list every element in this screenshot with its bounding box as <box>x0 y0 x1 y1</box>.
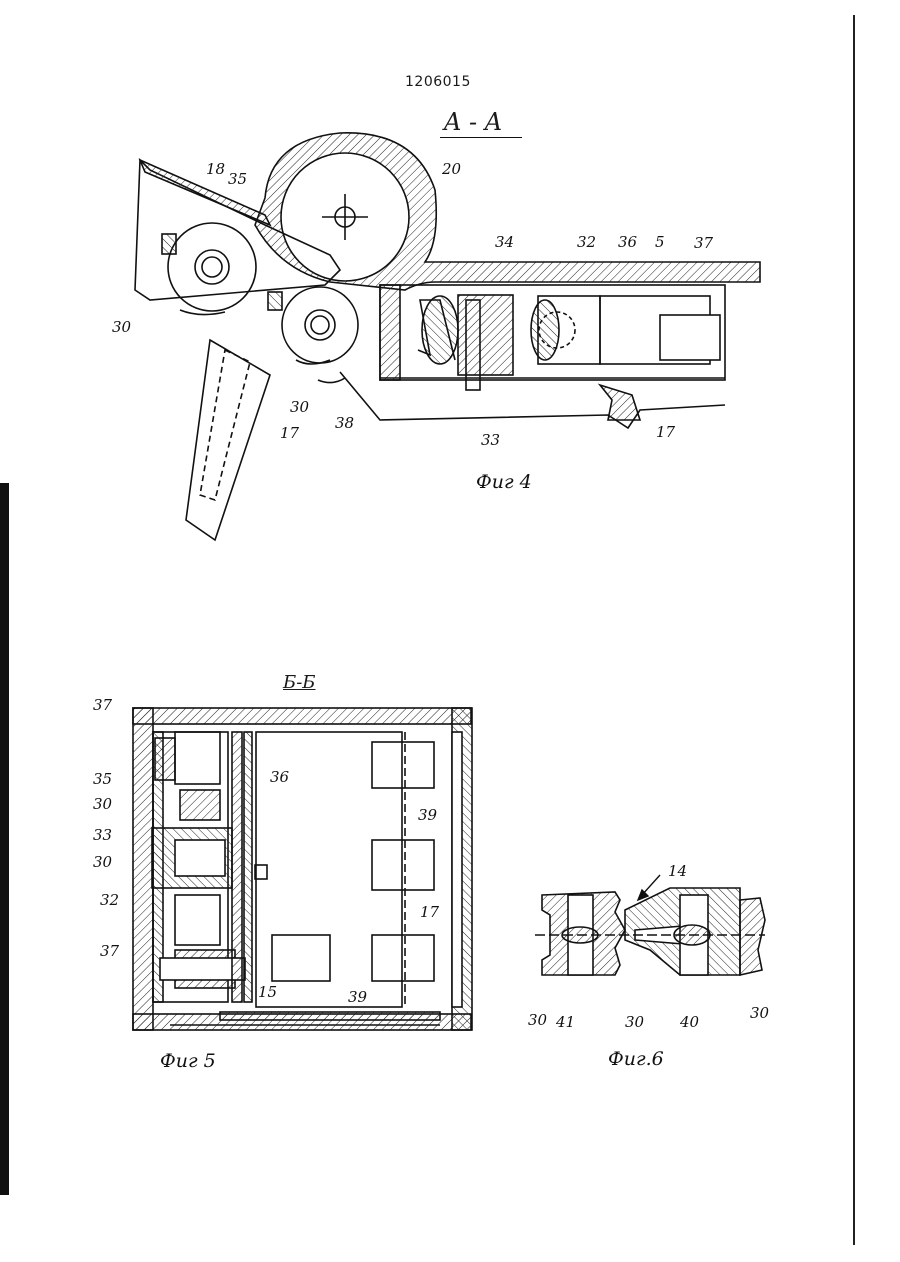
fig4-label-18: 18 <box>206 162 225 177</box>
fig6-label-41: 41 <box>556 1015 575 1030</box>
fig4-label-36: 36 <box>618 235 637 250</box>
fig4-label-30-left: 30 <box>112 320 131 335</box>
fig4-label-35: 35 <box>228 172 247 187</box>
fig4-label-17-right: 17 <box>656 425 675 440</box>
fig5-label-32: 32 <box>100 893 119 908</box>
fig5-label-36: 36 <box>270 770 289 785</box>
fig6-label-30-right: 30 <box>750 1006 769 1021</box>
fig5-label-33: 33 <box>93 828 112 843</box>
fig4-label-5: 5 <box>655 235 665 250</box>
fig5-label-15: 15 <box>258 985 277 1000</box>
fig4-label-34: 34 <box>495 235 514 250</box>
inner-panel-39 <box>452 732 462 1007</box>
inclined-arm-top-hatch <box>140 160 270 225</box>
sprocket-35 <box>168 223 256 311</box>
block-37 <box>660 315 720 360</box>
fig5-label-30-top: 30 <box>93 797 112 812</box>
fig4-label-20: 20 <box>442 162 461 177</box>
figure-4-drawing <box>0 0 900 560</box>
fig4-label-33: 33 <box>481 433 500 448</box>
fig4-label-32: 32 <box>577 235 596 250</box>
fig6-label-30-left: 30 <box>528 1013 547 1028</box>
fig5-label-30-mid: 30 <box>93 855 112 870</box>
fig5-label-37-top: 37 <box>93 698 112 713</box>
fig4-label-38: 38 <box>335 416 354 431</box>
fig5-label-37-bottom: 37 <box>100 944 119 959</box>
fig4-label-37: 37 <box>694 236 713 251</box>
fig6-caption: Фиг.6 <box>608 1050 664 1069</box>
fig4-caption: Фиг 4 <box>476 473 532 492</box>
fig5-label-35: 35 <box>93 772 112 787</box>
figure-6-drawing <box>530 870 780 1020</box>
fig5-label-39-right: 39 <box>418 808 437 823</box>
fig6-label-30-mid: 30 <box>625 1015 644 1030</box>
link-right <box>740 898 765 975</box>
leg-17 <box>186 340 270 540</box>
fig6-label-40: 40 <box>680 1015 699 1030</box>
fig5-caption: Фиг 5 <box>160 1052 216 1071</box>
fig5-label-39-bottom: 39 <box>348 990 367 1005</box>
fig4-label-17-leg: 17 <box>280 426 299 441</box>
sprocket-front <box>282 287 358 363</box>
fig4-label-30-mid: 30 <box>290 400 309 415</box>
fig6-label-14: 14 <box>668 864 687 879</box>
fig5-label-17: 17 <box>420 905 439 920</box>
